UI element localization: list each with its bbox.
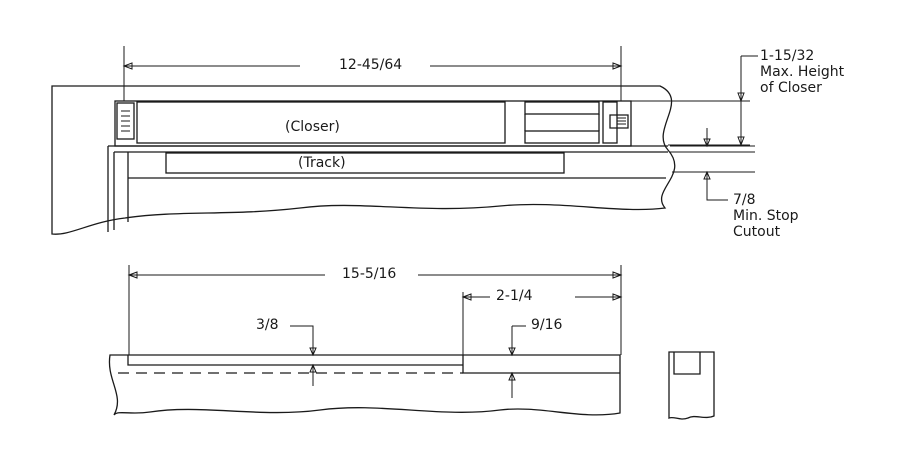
dim-min-stop xyxy=(670,128,755,201)
max-height-line-1: 1-15/32 xyxy=(760,48,815,64)
max-height-line-3: of Closer xyxy=(760,80,822,96)
dim-total-length xyxy=(127,265,623,355)
dim-end-length-label: 2-1/4 xyxy=(493,289,536,304)
frame-outline xyxy=(51,85,676,235)
track-label: (Track) xyxy=(298,155,346,171)
dim-left-depth-label: 3/8 xyxy=(256,317,279,333)
dim-max-height xyxy=(631,55,758,147)
dim-end-length xyxy=(461,292,623,355)
dim-left-depth xyxy=(290,325,317,386)
dim-closer-length xyxy=(122,46,623,101)
closer-label: (Closer) xyxy=(285,119,340,135)
max-height-line-2: Max. Height xyxy=(760,64,845,80)
dim-right-depth-label: 9/16 xyxy=(531,317,563,333)
track xyxy=(107,145,668,232)
min-stop-line-2: Min. Stop xyxy=(733,208,799,224)
dim-total-length-label: 15-5/16 xyxy=(339,267,400,282)
dim-closer-length-label: 12-45/64 xyxy=(336,58,406,73)
end-view-detail xyxy=(668,351,715,420)
dim-right-depth xyxy=(508,325,526,398)
closer-body xyxy=(114,100,632,147)
track-section xyxy=(108,354,621,416)
min-stop-line-1: 7/8 xyxy=(733,192,756,208)
min-stop-line-3: Cutout xyxy=(733,224,781,240)
